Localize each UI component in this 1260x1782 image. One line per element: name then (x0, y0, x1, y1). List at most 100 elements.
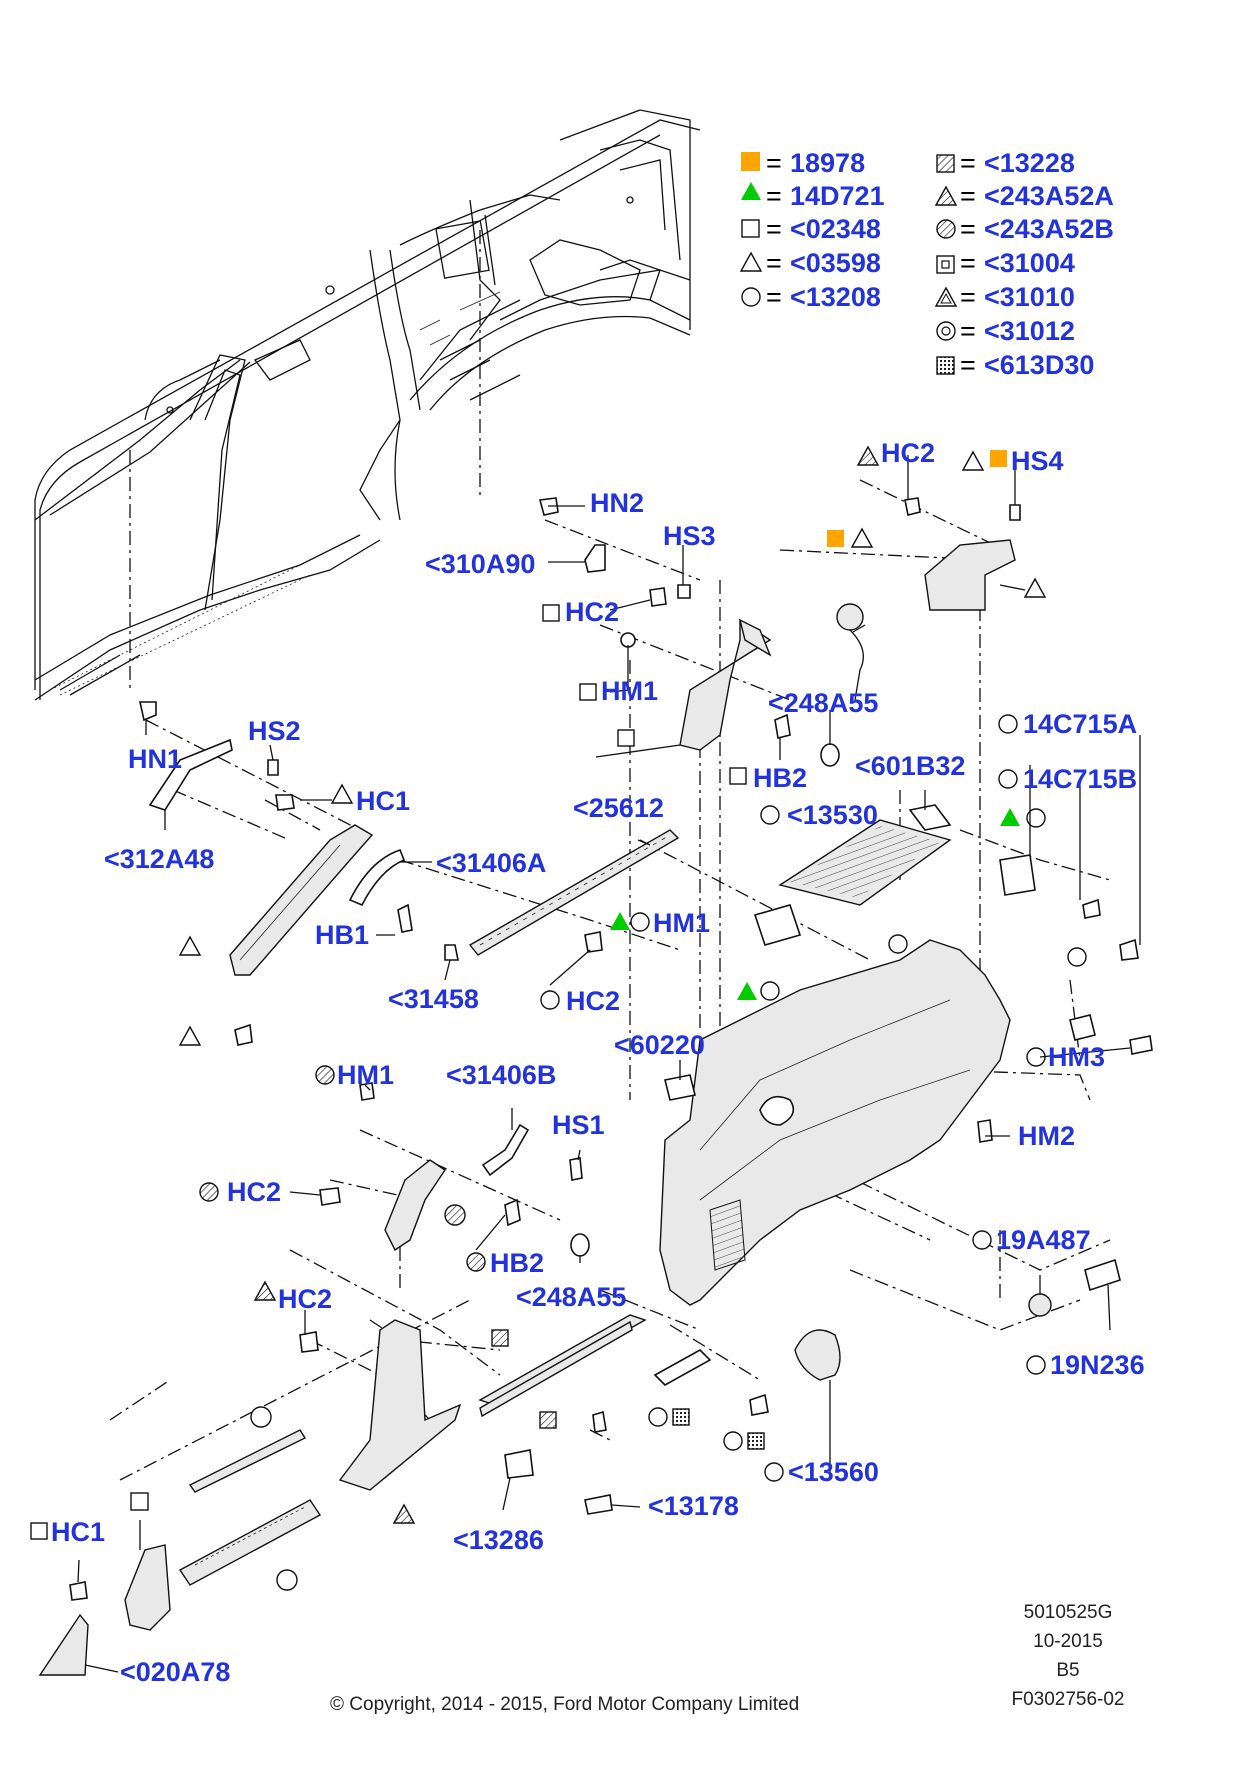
callout-hc2-green[interactable]: HC2 (566, 986, 620, 1016)
callout-31406b[interactable]: <31406B (446, 1060, 556, 1090)
callout-hs1[interactable]: HS1 (552, 1110, 605, 1140)
double-circle-icon (630, 912, 650, 932)
panel-020a78 (38, 1613, 89, 1676)
hatched-square-icon (936, 154, 955, 173)
legend-equals: = (960, 214, 976, 244)
callout-hn1[interactable]: HN1 (128, 744, 182, 774)
hatched-triangle-icon (253, 1280, 277, 1301)
cowl-trim (124, 1544, 171, 1631)
double-circle-icon (723, 1431, 743, 1451)
callout-hc2-mid[interactable]: HC2 (565, 597, 619, 627)
bulb-19n236 (1084, 1258, 1121, 1292)
callout-13560[interactable]: <13560 (788, 1457, 879, 1487)
callout-hs3[interactable]: HS3 (663, 521, 716, 551)
callout-hs4[interactable]: HS4 (1011, 446, 1064, 476)
callout-601b32[interactable]: <601B32 (855, 751, 965, 781)
callout-31458[interactable]: <31458 (388, 984, 479, 1014)
quarter-trim-panel (659, 939, 1011, 1306)
grid-square-icon (672, 1408, 690, 1426)
footer-date: 10-2015 (1033, 1631, 1103, 1652)
screw-hs3 (677, 584, 691, 599)
hatched-square-icon (539, 1411, 557, 1429)
callout-hc2-left[interactable]: HC2 (227, 1177, 281, 1207)
outline-triangle-icon (330, 783, 354, 804)
legend-label: <243A52B (984, 214, 1114, 244)
green-triangle-icon (610, 912, 630, 930)
footer-copyright: © Copyright, 2014 - 2015, Ford Motor Com… (330, 1694, 799, 1715)
scuff-plate-base (479, 1320, 633, 1418)
callout-hm3[interactable]: HM3 (1048, 1042, 1105, 1072)
callout-hc1-bot[interactable]: HC1 (51, 1517, 105, 1547)
cap-248a55-top (820, 743, 840, 767)
callout-hb1[interactable]: HB1 (315, 920, 369, 950)
clip-hc2-left (319, 1187, 341, 1206)
orange-square-icon (827, 530, 844, 547)
callout-248a55-top[interactable]: <248A55 (768, 688, 878, 718)
callout-hm1-green[interactable]: HM1 (653, 908, 710, 938)
hatched-triangle-icon (934, 185, 958, 206)
bracket-310a90 (584, 544, 606, 573)
clip-31458 (444, 944, 459, 961)
callout-19a487[interactable]: 19A487 (996, 1225, 1091, 1255)
legend-label: <613D30 (984, 350, 1094, 380)
speaker-wire (849, 629, 864, 701)
double-square-inner (941, 260, 950, 269)
callout-hc2-low[interactable]: HC2 (278, 1284, 332, 1314)
clip-613d30 (749, 1393, 769, 1416)
legend-equals: = (960, 148, 976, 178)
callout-hm2[interactable]: HM2 (1018, 1121, 1075, 1151)
panel-cupholder (759, 1095, 795, 1126)
green-triangle-icon (1000, 808, 1020, 826)
legend-label: <243A52A (984, 181, 1114, 211)
callout-hb2-bot[interactable]: HB2 (490, 1248, 544, 1278)
callout-13178[interactable]: <13178 (648, 1491, 739, 1521)
hatched-circle-icon (466, 1252, 486, 1272)
callout-310a90[interactable]: <310A90 (425, 549, 535, 579)
bulb-14c715a (1119, 938, 1139, 961)
legend-equals: = (766, 181, 782, 211)
callout-hm1-bot[interactable]: HM1 (337, 1060, 394, 1090)
bracket-hm3 (1069, 1014, 1096, 1041)
legend-equals: = (960, 350, 976, 380)
double-circle-inner (941, 326, 951, 336)
clip-hm1-top (620, 632, 636, 648)
clip-hc2-top (904, 497, 921, 516)
legend-label: <31012 (984, 316, 1075, 346)
callout-020a78[interactable]: <020A78 (120, 1657, 230, 1687)
callout-312a48[interactable]: <312A48 (104, 844, 214, 874)
weatherstrip-25612 (468, 829, 680, 956)
double-circle-icon (998, 714, 1018, 734)
callout-hb2-top[interactable]: HB2 (753, 763, 807, 793)
panel-vent (709, 1199, 746, 1271)
clip-13286 (504, 1449, 534, 1479)
double-circle-icon (1026, 1355, 1046, 1375)
double-circle-icon (764, 1462, 784, 1482)
footer: 5010525G 10-2015 B5 F0302756-02 © Copyri… (330, 1602, 1125, 1715)
legend-label: <31004 (984, 248, 1075, 278)
hatched-square-icon (491, 1329, 509, 1347)
callout-60220[interactable]: <60220 (614, 1030, 705, 1060)
callout-248a55-bot[interactable]: <248A55 (516, 1282, 626, 1312)
double-triangle-icon (850, 527, 874, 548)
cupholder-13560 (794, 1329, 841, 1381)
outline-circle-icon (276, 1569, 298, 1591)
callout-hn2[interactable]: HN2 (590, 488, 644, 518)
callout-hc2-top[interactable]: HC2 (881, 438, 935, 468)
callout-leaders (77, 455, 1141, 1673)
hc2-top-hatch (858, 447, 878, 465)
callout-19n236[interactable]: 19N236 (1050, 1350, 1145, 1380)
callout-hs2[interactable]: HS2 (248, 716, 301, 746)
callout-13286[interactable]: <13286 (453, 1525, 544, 1555)
double-circle-icon (760, 981, 780, 1001)
callout-hc1-top[interactable]: HC1 (356, 786, 410, 816)
legend-equals: = (766, 282, 782, 312)
callout-13530[interactable]: <13530 (787, 800, 878, 830)
callout-31406a[interactable]: <31406A (436, 848, 546, 878)
callout-14c715b[interactable]: 14C715B (1023, 764, 1137, 794)
callout-14c715a[interactable]: 14C715A (1023, 709, 1137, 739)
footer-code1: 5010525G (1024, 1602, 1113, 1623)
callout-25612[interactable]: <25612 (573, 793, 664, 823)
callout-hm1-top[interactable]: HM1 (601, 676, 658, 706)
double-circle-icon (1026, 808, 1046, 828)
outline-circle-icon (250, 1406, 272, 1428)
